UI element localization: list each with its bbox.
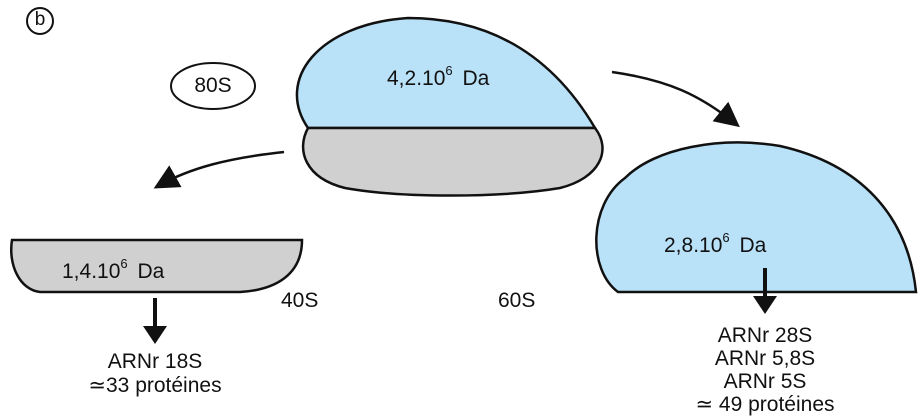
panel-label: b — [34, 9, 46, 30]
ribosome-label: 80S — [194, 74, 232, 97]
ribosome-small-part — [301, 126, 604, 197]
small-subunit-label: 40S — [281, 289, 319, 312]
large-subunit-mass: 2,8.106 Da — [664, 231, 766, 256]
large-subunit-mass-unit: Da — [739, 234, 767, 257]
small-subunit-mass-mantissa: 1,4.10 — [62, 260, 121, 283]
ribosome-label-ellipse — [170, 62, 256, 110]
large-subunit-shape — [595, 141, 918, 294]
large-subunit-component: ARNr 5,8S — [714, 347, 816, 370]
arrow-to-60s — [611, 70, 740, 128]
small-subunit-component: ARNr 18S — [107, 350, 203, 373]
large-subunit-component: ≃ 49 protéines — [695, 393, 835, 416]
small-subunit-mass-exponent: 6 — [120, 256, 128, 271]
panel-label-circle — [26, 7, 54, 35]
large-subunit-component: ARNr 28S — [717, 324, 813, 347]
ribosome-mass-mantissa: 4,2.10 — [387, 67, 446, 90]
large-subunit-label: 60S — [498, 289, 536, 312]
large-subunit-component: ARNr 5S — [723, 370, 807, 393]
ribosome-mass: 4,2.106 Da — [387, 64, 489, 89]
ribosome-mass-unit: Da — [462, 67, 490, 90]
ribosome-large-part — [295, 16, 598, 130]
arrow-to-40s — [153, 150, 285, 189]
large-subunit-mass-exponent: 6 — [722, 230, 730, 245]
small-subunit-shape — [9, 238, 304, 294]
ribosome-mass-exponent: 6 — [445, 63, 453, 78]
large-subunit-mass-mantissa: 2,8.10 — [664, 234, 723, 257]
arrowhead-down-60s — [753, 296, 777, 314]
small-subunit-mass-unit: Da — [137, 260, 165, 283]
arrowhead-down-40s — [143, 326, 167, 344]
small-subunit-component: ≃33 protéines — [88, 374, 222, 397]
small-subunit-mass: 1,4.106 Da — [62, 257, 164, 282]
